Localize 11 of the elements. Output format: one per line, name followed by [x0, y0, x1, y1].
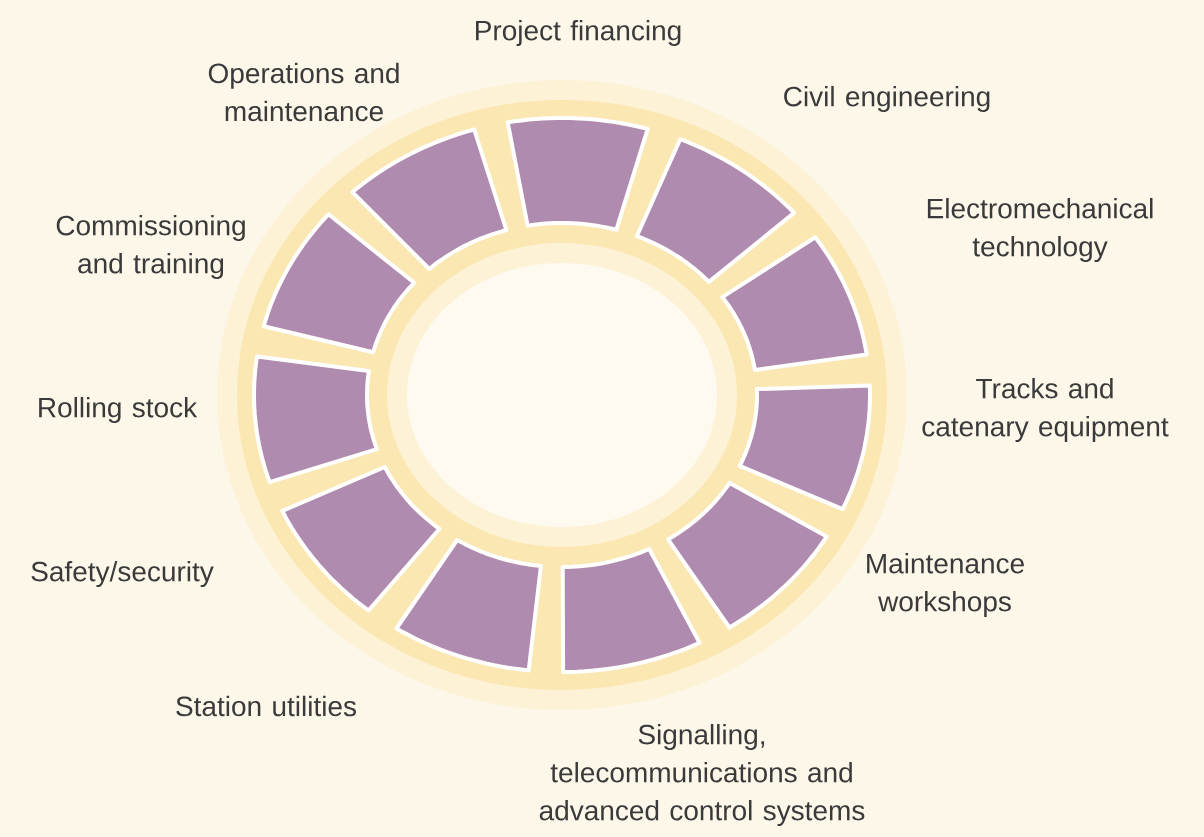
segment-label: Maintenance workshops: [867, 552, 1024, 618]
segment-label: Operations and maintenance: [208, 62, 399, 122]
segment-label: Tracks and catenary equipment: [922, 377, 1169, 443]
segment-label: Signalling, telecommunications and advanced control systems: [539, 723, 865, 827]
segment-label: Station utilities: [176, 695, 356, 717]
segment-label: Project financing: [476, 19, 681, 47]
segment-label: Civil engineering: [784, 85, 990, 113]
segment-label: Commissioning and training: [56, 214, 245, 280]
segment-label: Electromechanical technology: [927, 197, 1153, 263]
segment-label: Safety/security: [31, 560, 214, 588]
segment-label: Rolling stock: [39, 396, 198, 424]
